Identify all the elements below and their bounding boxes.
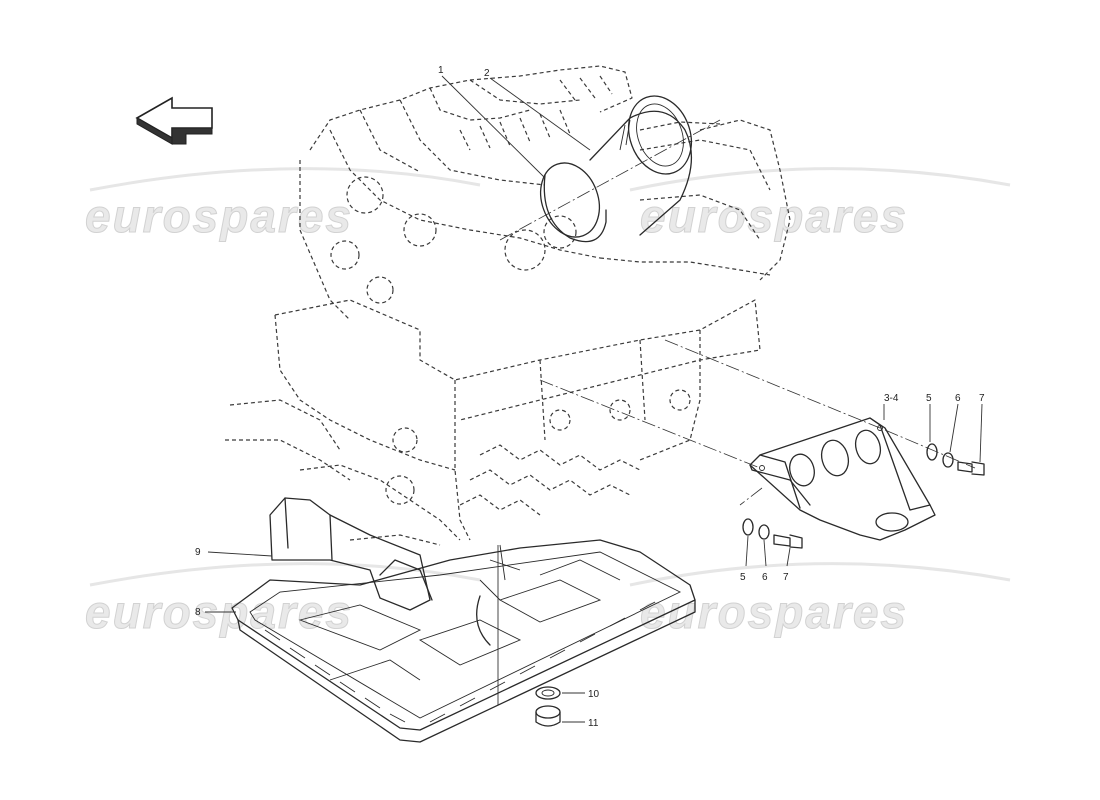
cylinder-liner-part — [540, 95, 693, 243]
spring-washer-part — [942, 452, 954, 468]
callout-7-upper: 7 — [979, 393, 985, 404]
callout-11: 11 — [588, 718, 599, 729]
callout-labels: 1 2 3-4 5 6 7 5 6 7 9 8 10 11 — [195, 65, 985, 729]
callout-6-upper: 6 — [955, 393, 961, 404]
bolt-part — [773, 534, 803, 549]
watermark-group: eurospares eurospares eurospares eurospa… — [85, 167, 1011, 639]
baffle-tray-part — [269, 497, 521, 646]
leader-lines — [205, 75, 983, 723]
fastener-set-lower — [742, 518, 803, 549]
bolt-part — [957, 461, 985, 476]
liner-center-line — [499, 119, 721, 241]
watermark-bottom-right: eurospares — [640, 586, 908, 638]
callout-3-4: 3-4 — [884, 393, 899, 404]
fastener-axis-upper — [884, 429, 976, 469]
drain-seal-part — [535, 686, 561, 700]
bracket-axis-lower — [539, 379, 761, 469]
bracket-axis-upper — [664, 339, 881, 429]
washer-part — [742, 518, 754, 536]
washer-part — [926, 443, 938, 461]
callout-10: 10 — [588, 689, 600, 700]
watermark-top-right: eurospares — [640, 190, 908, 242]
fastener-set-upper — [926, 443, 985, 476]
engine-block-outline — [225, 65, 791, 546]
front-direction-arrow-icon — [135, 96, 213, 145]
callout-1: 1 — [438, 65, 444, 76]
engine-mount-bracket-part — [749, 417, 936, 541]
spring-washer-part — [758, 524, 770, 540]
fastener-axis-lower — [739, 487, 763, 506]
callout-5-upper: 5 — [926, 393, 932, 404]
callout-5-lower: 5 — [740, 572, 746, 583]
drain-plug-body — [535, 711, 561, 727]
callout-8: 8 — [195, 607, 201, 618]
watermark-top-left: eurospares — [85, 190, 353, 242]
callout-2: 2 — [484, 68, 490, 79]
callout-6-lower: 6 — [762, 572, 768, 583]
oil-sump-part — [231, 539, 696, 743]
callout-9: 9 — [195, 547, 201, 558]
callout-7-lower: 7 — [783, 572, 789, 583]
drain-plug-part — [535, 686, 561, 727]
